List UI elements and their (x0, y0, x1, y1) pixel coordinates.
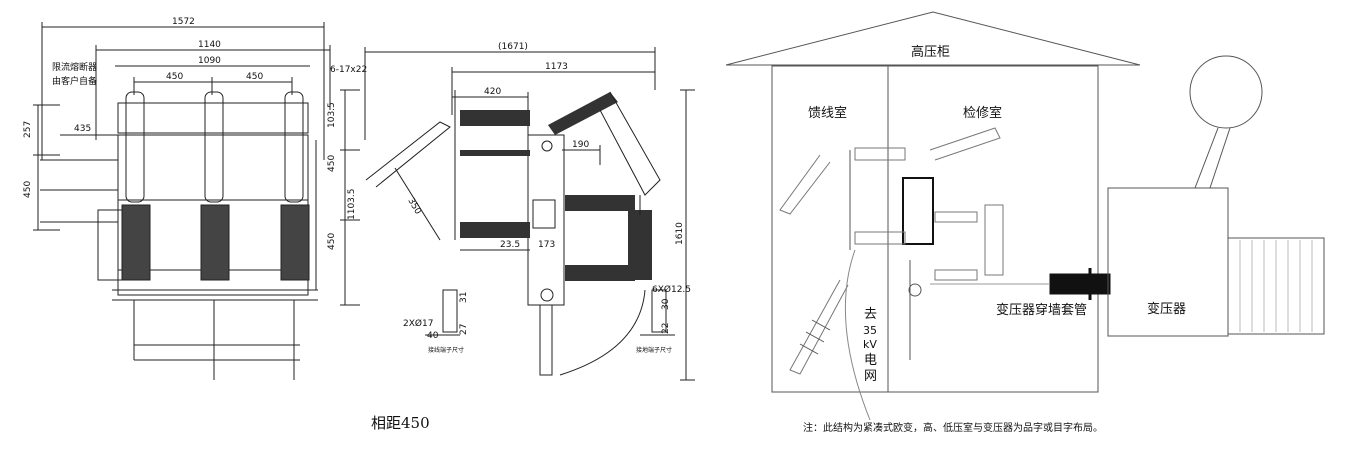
dim-holes-right: 6XØ12.5 (652, 284, 691, 295)
dim-holes-left: 2XØ17 (403, 318, 433, 329)
dim-pitch-left: 450 (166, 72, 183, 82)
dim-height-left: 450 (23, 181, 33, 198)
substation-labels: 高压柜 馈线室 检修室 变压器穿墙套管 变压器 去 35 kV 电 网 注：此结… (803, 44, 1186, 434)
label-maintenance-room: 检修室 (963, 105, 1002, 121)
caption-spacing: 相距450 (371, 414, 430, 432)
dim-v-1103-5: 1103.5 (347, 189, 357, 221)
dim-height-top: 257 (23, 121, 33, 138)
label-feeder-room: 馈线室 (808, 105, 847, 121)
note-fuse-line-1: 限流熔断器 (52, 61, 97, 73)
dim-22: 22 (661, 323, 671, 334)
label-wall-bushing: 变压器穿墙套管 (996, 302, 1087, 318)
dim-arc-350: 350 (405, 197, 422, 217)
front-view-dimensions: 1572 1140 1090 450 450 435 6-17x22 257 4… (23, 17, 367, 250)
label-grid-4: 电 (864, 353, 877, 368)
insulator-stacks (460, 92, 652, 281)
dim-23-5: 23.5 (500, 240, 520, 250)
label-grid-2: 35 (863, 324, 877, 337)
dim-31: 31 (459, 292, 469, 303)
terminal-caption-left: 接线端子尺寸 (428, 346, 464, 354)
roof-outline (725, 11, 1141, 66)
label-grid-3: kV (863, 338, 877, 351)
side-view-drawing (364, 47, 695, 381)
dim-v-103-5: 103.5 (327, 102, 337, 128)
front-view-drawing (33, 22, 360, 380)
dim-offset-435: 435 (74, 124, 91, 134)
dim-1610: 1610 (675, 222, 685, 245)
dim-30: 30 (661, 298, 671, 310)
surge-arrester (789, 279, 849, 375)
dim-pitch-right: 450 (246, 72, 263, 82)
substation-layout-drawing (725, 11, 1325, 421)
dim-v-450-a: 450 (327, 155, 337, 172)
label-high-voltage-cabinet: 高压柜 (911, 44, 950, 60)
dim-inner-width: 1090 (198, 56, 221, 66)
dim-mid-width: 1140 (198, 40, 221, 50)
label-grid-1: 去 (864, 307, 877, 322)
side-view-dimensions: (1671) 1173 420 190 23.5 173 1610 350 2X… (371, 42, 691, 432)
label-grid-5: 网 (864, 369, 877, 384)
note-layout: 注：此结构为紧凑式欧变，高、低压室与变压器为品字或目字布局。 (803, 421, 1103, 434)
fuse-poles (121, 91, 310, 281)
label-transformer: 变压器 (1147, 301, 1186, 317)
dim-420: 420 (484, 87, 501, 97)
conservator-tank (1189, 55, 1263, 129)
note-fuse-line-2: 由客户自备 (52, 75, 97, 87)
dim-v-450-b: 450 (327, 233, 337, 250)
dim-overall-depth: (1671) (498, 42, 528, 52)
terminal-caption-right: 接地端子尺寸 (636, 346, 672, 354)
dim-173: 173 (538, 240, 555, 250)
wall-bushing (1049, 273, 1111, 295)
dim-27: 27 (459, 324, 469, 335)
switchgear-insulators (779, 127, 1004, 281)
dim-overall-width: 1572 (172, 17, 195, 27)
dim-40: 40 (427, 331, 439, 341)
dim-holes: 6-17x22 (330, 65, 367, 75)
dim-190: 190 (572, 140, 589, 150)
dim-depth-1173: 1173 (545, 62, 568, 72)
